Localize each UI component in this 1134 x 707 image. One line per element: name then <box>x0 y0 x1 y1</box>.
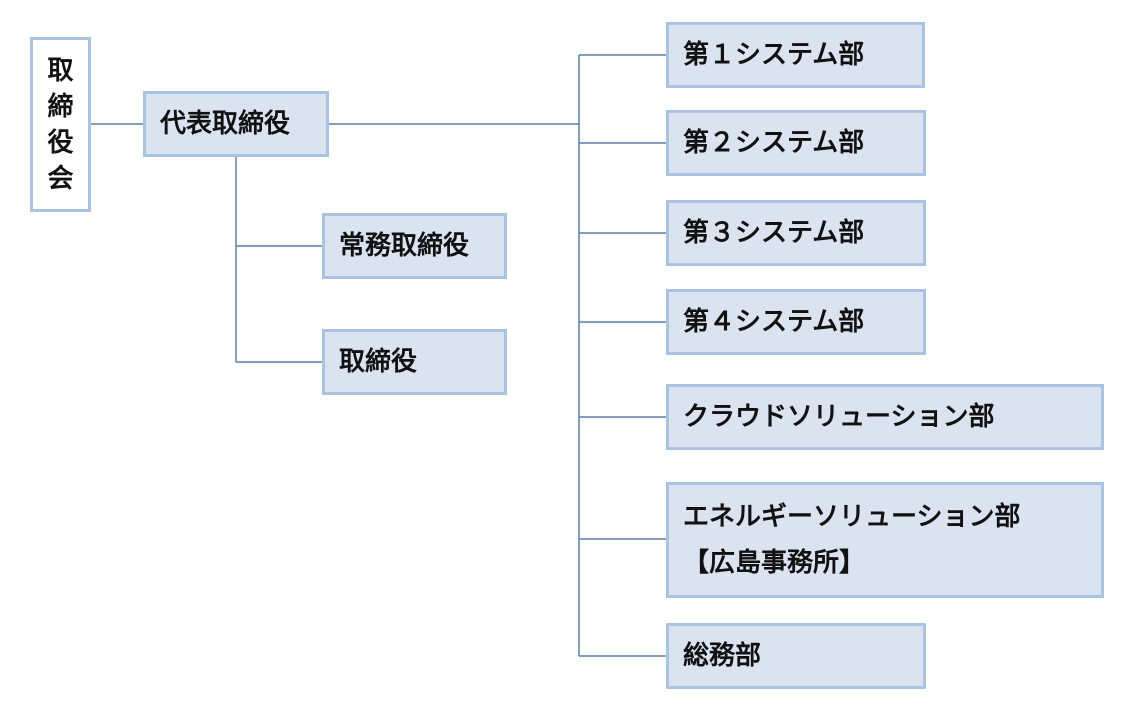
director-label: 取締役 <box>339 347 418 377</box>
department-label-7: 総務部 <box>683 641 762 671</box>
senior-director-label: 常務取締役 <box>339 231 470 261</box>
department-box-1: 第１システム部 <box>666 22 925 88</box>
department-box-7: 総務部 <box>666 623 926 689</box>
department-label-4: 第４システム部 <box>683 307 865 337</box>
department-label-5: クラウドソリューション部 <box>683 402 995 432</box>
department-box-4: 第４システム部 <box>666 289 926 355</box>
department-box-2: 第２システム部 <box>666 110 926 176</box>
director-box: 取締役 <box>322 329 507 395</box>
department-box-6: エネルギーソリューション部 【広島事務所】 <box>666 482 1104 598</box>
department-label-2: 第２システム部 <box>683 128 865 158</box>
president-box: 代表取締役 <box>143 91 329 157</box>
board-of-directors-label: 取 締 役 会 <box>47 55 74 194</box>
department-label-6: エネルギーソリューション部 【広島事務所】 <box>683 502 1021 578</box>
department-label-1: 第１システム部 <box>683 40 865 70</box>
department-box-3: 第３システム部 <box>666 200 926 266</box>
senior-director-box: 常務取締役 <box>322 213 507 279</box>
president-label: 代表取締役 <box>160 109 291 139</box>
board-of-directors-box: 取 締 役 会 <box>30 37 91 212</box>
department-label-3: 第３システム部 <box>683 218 865 248</box>
department-box-5: クラウドソリューション部 <box>666 384 1104 450</box>
